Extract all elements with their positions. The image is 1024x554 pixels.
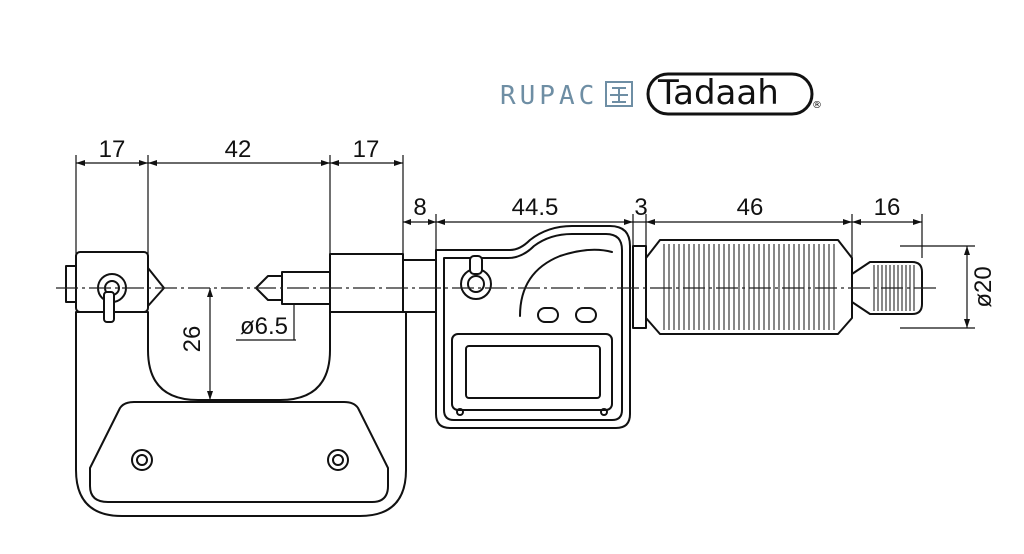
dim-thimble-length: 46: [737, 194, 764, 221]
dimension-lines: [75, 155, 975, 400]
logo: RUPAC Tadaah ®: [500, 72, 822, 116]
dimension-labels: 17 42 17 8 44.5 3 46 16 ø20 26 ø6.5: [99, 136, 997, 352]
logo-tadaah-text: Tadaah: [657, 73, 779, 113]
dim-spindle-sleeve-width: 17: [353, 136, 380, 163]
frame-screw-right: [327, 449, 349, 471]
frame: [75, 311, 407, 517]
logo-emblem-icon: [605, 81, 633, 107]
logo-rupac-text: RUPAC: [500, 81, 598, 111]
spindle-sleeve: [329, 253, 437, 313]
dim-body-length: 44.5: [512, 194, 559, 221]
thimble-knurling: [663, 244, 835, 330]
frame-screw-left: [131, 449, 153, 471]
registered-mark: ®: [812, 100, 822, 111]
dim-throat-depth: 26: [179, 326, 206, 353]
mode-button-icon: [537, 307, 559, 323]
collar: [632, 245, 647, 329]
dim-tip-diameter: ø6.5: [240, 313, 288, 340]
logo-brand-frame: [646, 72, 814, 116]
dim-lock-gap: 8: [413, 194, 426, 221]
dim-throat-width: 42: [225, 136, 252, 163]
dim-ratchet-length: 16: [874, 194, 901, 221]
dim-anvil-width: 17: [99, 136, 126, 163]
anvil-block: [65, 251, 165, 323]
lcd-screen: [465, 345, 601, 399]
digital-body: [435, 225, 631, 429]
thimble: [645, 239, 853, 335]
anvil-tip: [147, 267, 165, 307]
zero-button-icon: [575, 307, 597, 323]
dim-overall-diameter: ø20: [970, 266, 997, 307]
dim-collar: 3: [634, 194, 647, 221]
